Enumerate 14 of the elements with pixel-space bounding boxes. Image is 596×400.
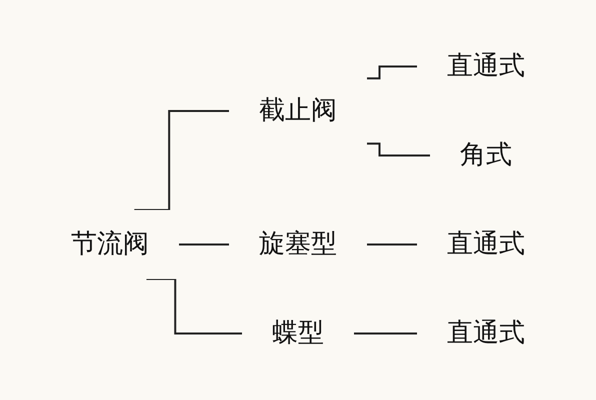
- connector: [367, 142, 430, 156]
- node-text: 角式: [460, 140, 512, 170]
- connector: [367, 244, 417, 246]
- node-text: 直通式: [447, 318, 525, 348]
- node-text: 旋塞型: [259, 229, 337, 259]
- node-text: 直通式: [447, 51, 525, 81]
- connector: [354, 332, 417, 334]
- connector: [367, 66, 417, 80]
- node-text: 截止阀: [259, 96, 337, 126]
- connector: [134, 110, 229, 211]
- connector: [179, 244, 229, 246]
- connector: [146, 278, 242, 334]
- node-text: 蝶型: [272, 318, 324, 348]
- node-text: 直通式: [447, 229, 525, 259]
